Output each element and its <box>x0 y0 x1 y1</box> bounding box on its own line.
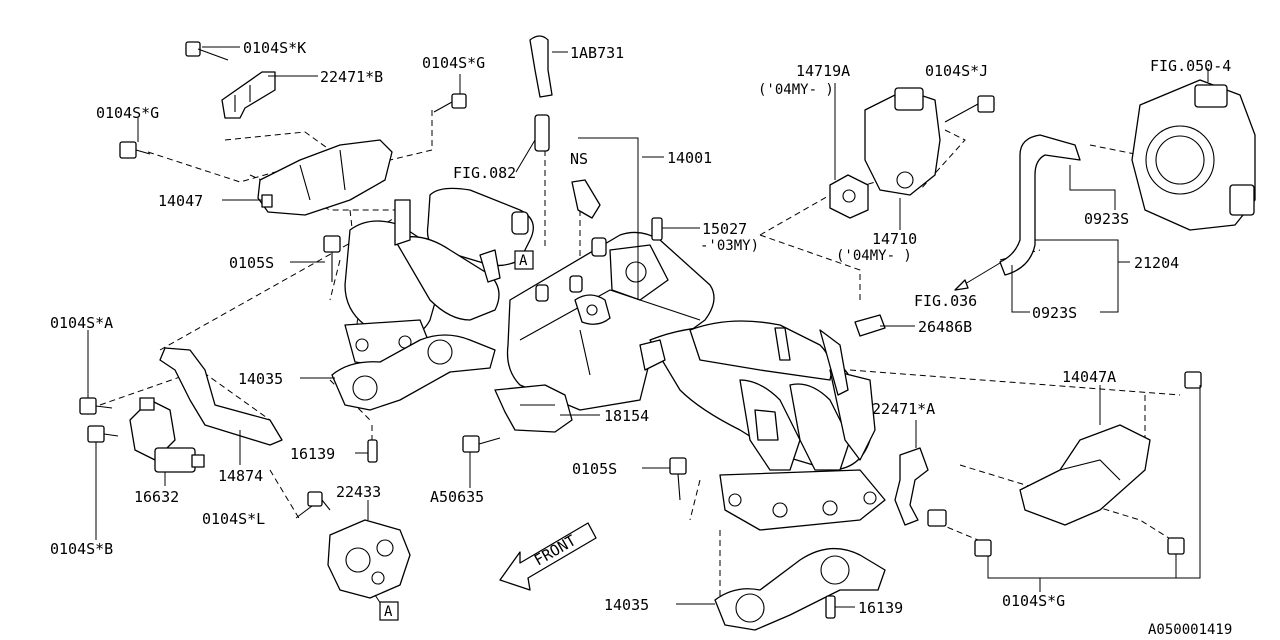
label-0104sg-left: 0104S*G <box>96 104 159 122</box>
leader-lines <box>87 46 1209 611</box>
bolt-0104sk <box>185 41 229 61</box>
fitting-26486b <box>854 314 886 337</box>
bolt-a50635 <box>462 435 501 453</box>
hose-1ab731 <box>529 35 553 98</box>
label-0104sg-right: 0104S*G <box>1002 592 1065 610</box>
label-26486b: 26486B <box>918 318 972 336</box>
label-16139-left: 16139 <box>290 445 335 463</box>
bolt-0104sl <box>307 491 331 511</box>
valve-14719a <box>864 87 941 196</box>
label-0104sk: 0104S*K <box>243 39 306 57</box>
throttle-body <box>1131 79 1256 231</box>
label-0104sg-top: 0104S*G <box>422 54 485 72</box>
bolt-0104sg-left <box>119 141 151 159</box>
bolt-0105s-left <box>323 235 341 282</box>
front-arrow-icon <box>499 522 597 591</box>
bolt-0105s-mid <box>669 457 687 501</box>
svg-text:A: A <box>384 604 393 620</box>
label-14047: 14047 <box>158 192 203 210</box>
bolt-0104sa <box>79 397 113 415</box>
label-0923s-b: 0923S <box>1032 304 1077 322</box>
label-14874: 14874 <box>218 467 263 485</box>
cover-14047 <box>257 139 393 216</box>
label-14035-bottom: 14035 <box>604 596 649 614</box>
label-14719a: 14719A <box>796 62 850 80</box>
label-fig050: FIG.050-4 <box>1150 57 1231 75</box>
front-label: FRONT <box>531 531 579 569</box>
label-14719a-note: ('04MY- ) <box>758 82 834 98</box>
label-16139-bottom: 16139 <box>858 599 903 617</box>
plug-15027 <box>651 217 663 241</box>
fitting-fig082 <box>534 114 550 152</box>
ref-mark-a-manifold: A <box>514 250 534 270</box>
label-14047a: 14047A <box>1062 368 1116 386</box>
gasket-left <box>331 334 496 411</box>
label-15027-note: -'03MY) <box>700 238 759 254</box>
bracket-14874 <box>159 347 283 446</box>
label-21204: 21204 <box>1134 254 1179 272</box>
label-fig082: FIG.082 <box>453 164 516 182</box>
gasket-14710 <box>829 174 869 219</box>
label-0105s-mid: 0105S <box>572 460 617 478</box>
label-0105s-left: 0105S <box>229 254 274 272</box>
bolt-0104sg-right-c <box>1184 371 1202 389</box>
arrow-fig036-icon <box>954 262 1001 291</box>
label-0104sb: 0104S*B <box>50 540 113 558</box>
bracket-18154 <box>494 384 573 433</box>
label-14035-left: 14035 <box>238 370 283 388</box>
label-15027: 15027 <box>702 220 747 238</box>
label-a50635: A50635 <box>430 488 484 506</box>
label-0104sa: 0104S*A <box>50 314 113 332</box>
label-0923s-a: 0923S <box>1084 210 1129 228</box>
label-0104sl: 0104S*L <box>202 510 265 528</box>
solenoid-16632 <box>129 397 205 473</box>
pin-16139-bottom <box>825 595 836 619</box>
clip-22471b <box>221 71 276 119</box>
label-ns: NS <box>570 150 588 168</box>
label-1ab731: 1AB731 <box>570 44 624 62</box>
label-0104sj: 0104S*J <box>925 62 988 80</box>
label-16632: 16632 <box>134 488 179 506</box>
cover-22433 <box>327 519 411 599</box>
pin-16139-left <box>367 439 378 463</box>
bolt-0104sj <box>944 95 995 123</box>
bolt-0104sb <box>87 425 119 443</box>
bolt-0104sg-right-b <box>1167 537 1185 555</box>
bolt-0104sg-right-a <box>974 539 992 557</box>
gasket-bottom <box>714 547 886 631</box>
label-22433: 22433 <box>336 483 381 501</box>
intake-manifold <box>344 187 886 531</box>
label-fig036: FIG.036 <box>914 292 977 310</box>
label-14710: 14710 <box>872 230 917 248</box>
label-22471b: 22471*B <box>320 68 383 86</box>
clip-22471a <box>894 447 947 527</box>
label-14001: 14001 <box>667 149 712 167</box>
ref-mark-a-bottom: A <box>379 601 399 621</box>
cover-14047a <box>1019 424 1151 526</box>
bolt-0104sg-top <box>433 93 467 113</box>
label-18154: 18154 <box>604 407 649 425</box>
sensor-ns <box>571 179 601 219</box>
callout-labels: 0104S*K 22471*B 0104S*G 1AB731 0104S*G 1… <box>50 39 1232 638</box>
hose-21204 <box>999 134 1081 276</box>
label-22471a: 22471*A <box>872 400 935 418</box>
label-14710-note: ('04MY- ) <box>836 248 912 264</box>
svg-text:A: A <box>519 253 528 269</box>
doc-id: A050001419 <box>1148 622 1232 638</box>
